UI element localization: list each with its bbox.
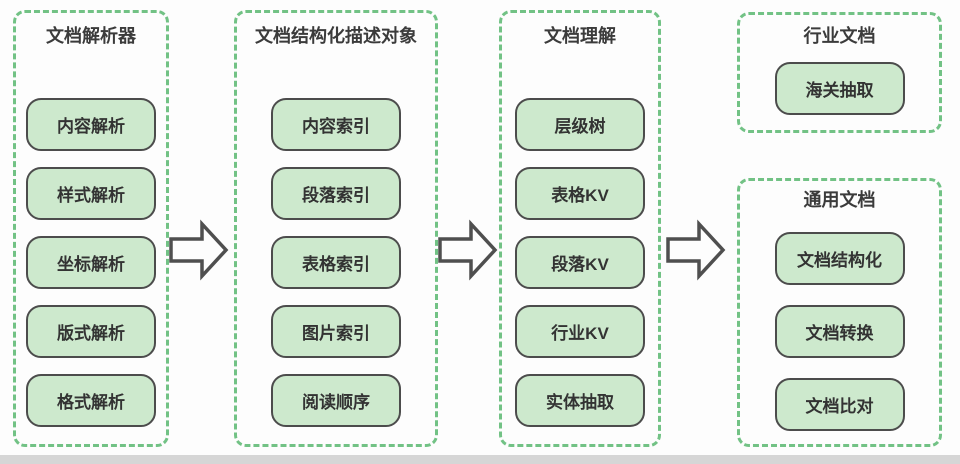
panel-title-document-understanding: 文档理解 <box>544 26 616 46</box>
panel-document-parser: 文档解析器 内容解析 样式解析 坐标解析 版式解析 格式解析 <box>13 10 169 447</box>
panel-title-document-parser: 文档解析器 <box>46 26 136 46</box>
panel-general-documents: 通用文档 文档结构化 文档转换 文档比对 <box>737 178 942 447</box>
node-paragraph-kv: 段落KV <box>515 236 645 289</box>
panel-title-industry-documents: 行业文档 <box>803 26 876 46</box>
node-customs-extraction: 海关抽取 <box>774 62 905 115</box>
node-content-parse: 内容解析 <box>26 98 156 151</box>
flow-right-arrow-icon <box>438 219 498 281</box>
node-doc-structuring: 文档结构化 <box>774 232 905 285</box>
node-hierarchy-tree: 层级树 <box>515 98 645 151</box>
node-table-kv: 表格KV <box>515 167 645 220</box>
node-list: 海关抽取 <box>774 62 905 115</box>
flow-right-arrow-icon <box>169 219 229 281</box>
node-table-index: 表格索引 <box>271 236 401 289</box>
node-format-parse: 格式解析 <box>26 374 156 427</box>
panel-industry-documents: 行业文档 海关抽取 <box>737 12 942 133</box>
node-doc-conversion: 文档转换 <box>774 305 905 358</box>
node-industry-kv: 行业KV <box>515 305 645 358</box>
node-list: 内容索引 段落索引 表格索引 图片索引 阅读顺序 <box>271 98 401 427</box>
panel-doc-structured-description: 文档结构化描述对象 内容索引 段落索引 表格索引 图片索引 阅读顺序 <box>234 10 438 447</box>
node-list: 内容解析 样式解析 坐标解析 版式解析 格式解析 <box>26 98 156 427</box>
node-list: 层级树 表格KV 段落KV 行业KV 实体抽取 <box>515 98 645 427</box>
panel-title-doc-structured-description: 文档结构化描述对象 <box>255 26 417 46</box>
node-entity-extraction: 实体抽取 <box>515 374 645 427</box>
node-layout-parse: 版式解析 <box>26 305 156 358</box>
panel-document-understanding: 文档理解 层级树 表格KV 段落KV 行业KV 实体抽取 <box>499 10 661 447</box>
node-content-index: 内容索引 <box>271 98 401 151</box>
node-doc-comparison: 文档比对 <box>774 378 905 431</box>
node-paragraph-index: 段落索引 <box>271 167 401 220</box>
node-style-parse: 样式解析 <box>26 167 156 220</box>
bottom-gray-band <box>0 455 960 464</box>
node-reading-order: 阅读顺序 <box>271 374 401 427</box>
node-coordinate-parse: 坐标解析 <box>26 236 156 289</box>
panel-title-general-documents: 通用文档 <box>803 190 876 210</box>
node-list: 文档结构化 文档转换 文档比对 <box>774 232 905 431</box>
node-image-index: 图片索引 <box>271 305 401 358</box>
flow-right-arrow-icon <box>666 219 726 281</box>
